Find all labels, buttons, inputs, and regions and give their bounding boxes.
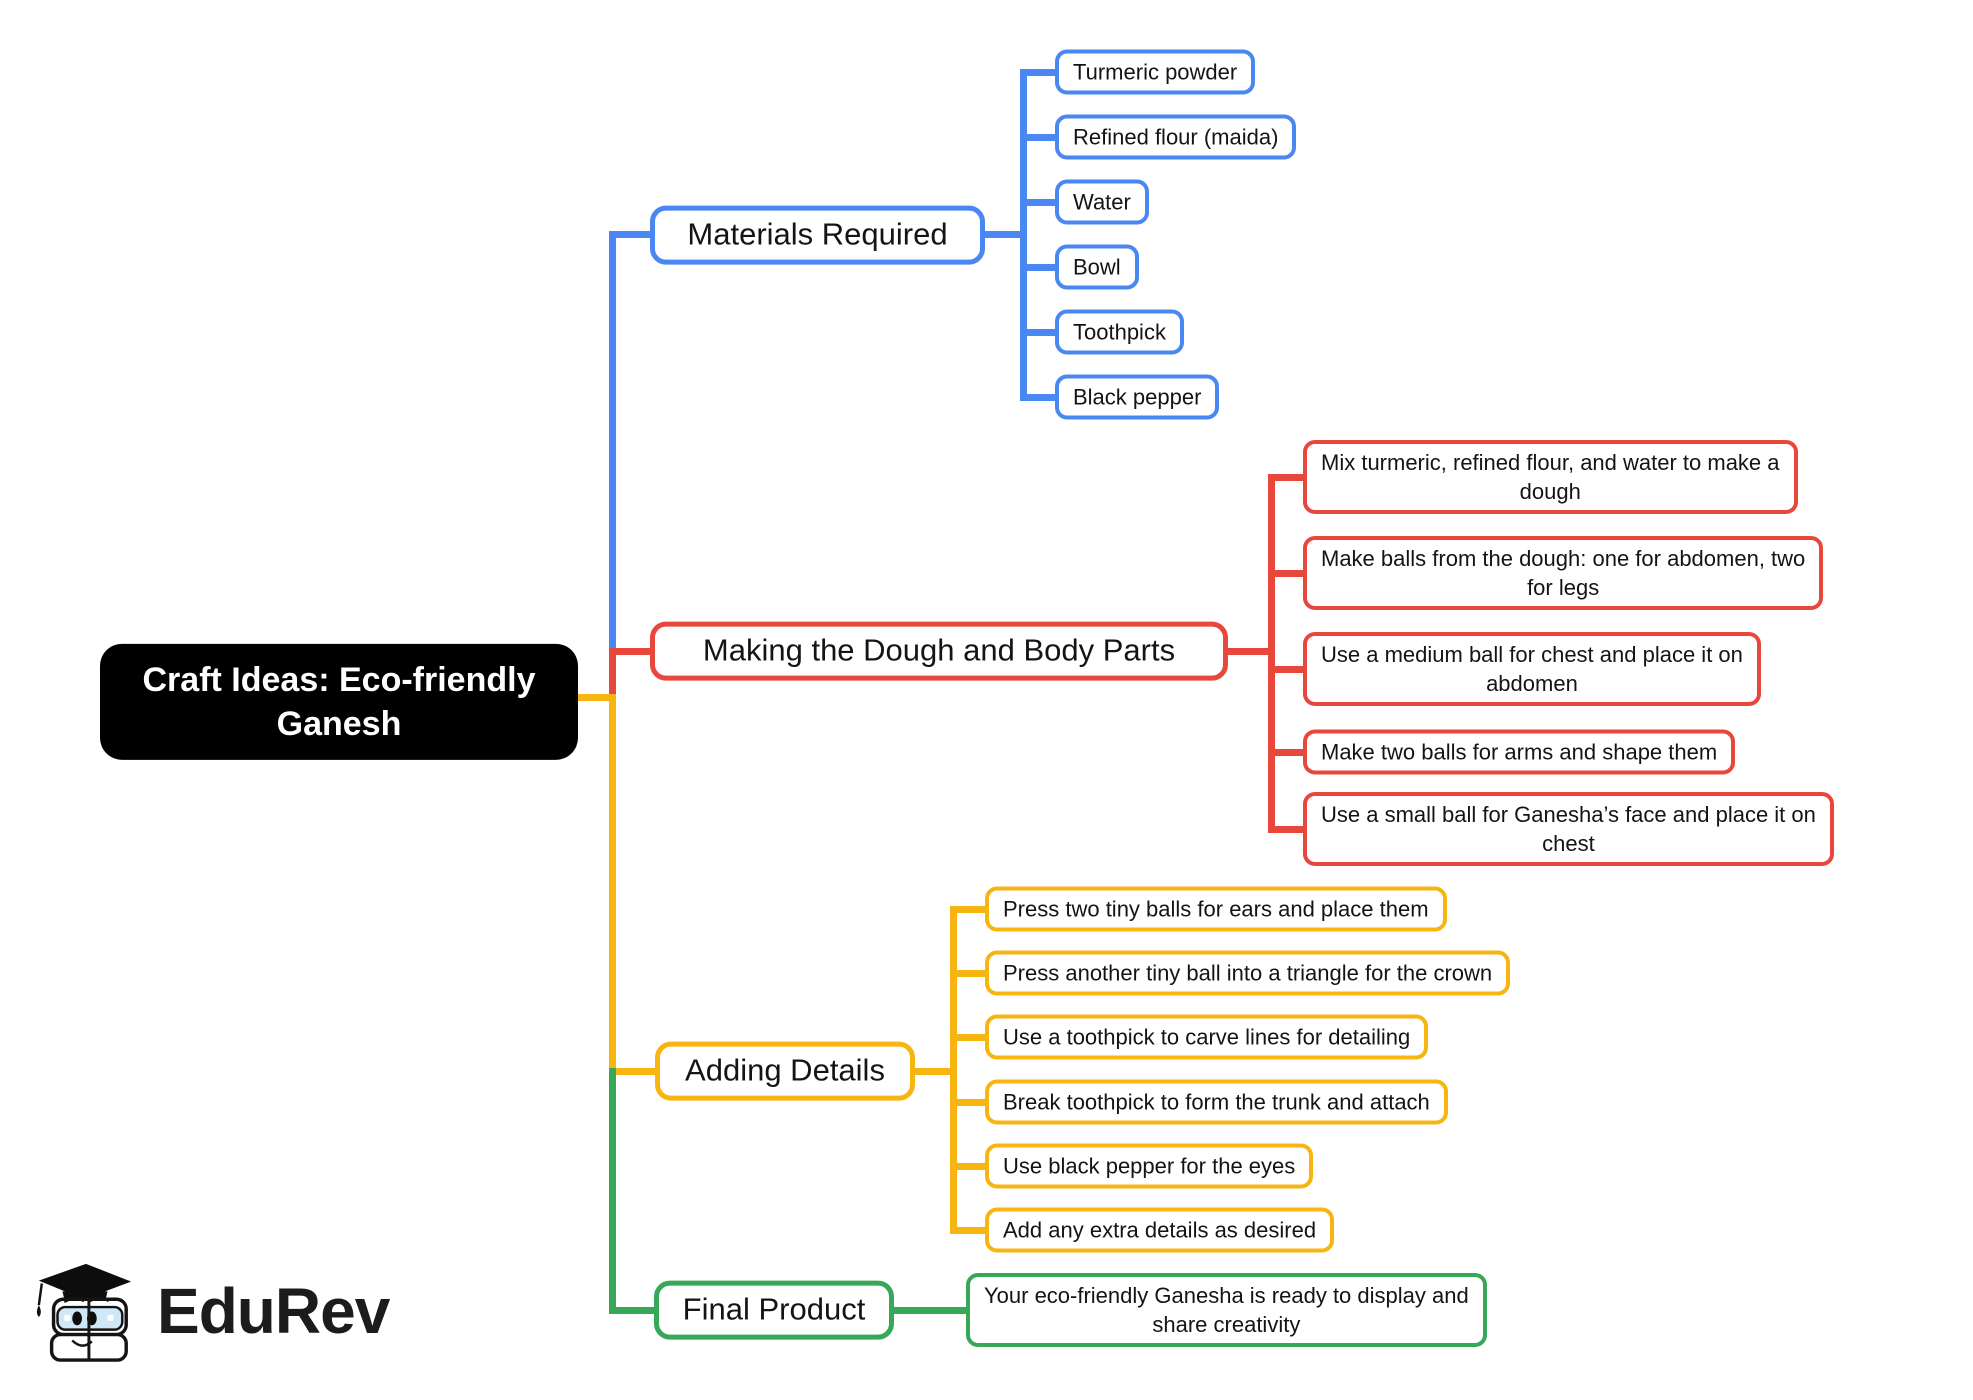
- leaf-carve-lines: Use a toothpick to carve lines for detai…: [985, 1014, 1429, 1060]
- yellow-stub-connector: [950, 1099, 990, 1106]
- yellow-stub-connector: [950, 1163, 990, 1170]
- branch-dough-node: Making the Dough and Body Parts: [650, 621, 1228, 681]
- edurev-logo-text: EduRev: [157, 1275, 390, 1347]
- green-box-to-leaf-connector: [888, 1307, 970, 1314]
- yellow-stub-connector: [950, 970, 990, 977]
- blue-trunk-connector: [1020, 69, 1027, 401]
- leaf-mix-dough: Mix turmeric, refined flour, and water t…: [1303, 439, 1798, 515]
- yellow-stub-connector: [950, 906, 990, 913]
- blue-box-to-trunk-connector: [980, 231, 1027, 238]
- leaf-small-ball-face: Use a small ball for Ganesha’s face and …: [1303, 791, 1834, 867]
- leaf-turmeric-powder: Turmeric powder: [1055, 49, 1256, 95]
- blue-stub-connector: [1020, 199, 1060, 206]
- yellow-stub-connector: [950, 1227, 990, 1234]
- root-node: Craft Ideas: Eco-friendly Ganesh: [100, 643, 578, 761]
- edurev-logo: EduRev: [25, 1258, 390, 1364]
- leaf-final-display: Your eco-friendly Ganesha is ready to di…: [966, 1272, 1487, 1348]
- leaf-make-balls: Make balls from the dough: one for abdom…: [1303, 535, 1824, 611]
- red-box-to-trunk-connector: [1224, 648, 1275, 655]
- leaf-pepper-eyes: Use black pepper for the eyes: [985, 1143, 1314, 1189]
- blue-stub-connector: [1020, 69, 1060, 76]
- blue-elbow-connector: [609, 231, 654, 238]
- green-elbow-connector: [609, 1307, 659, 1314]
- leaf-ears: Press two tiny balls for ears and place …: [985, 886, 1447, 932]
- root-node-label: Craft Ideas: Eco-friendly Ganesh: [142, 660, 536, 743]
- leaf-toothpick: Toothpick: [1055, 309, 1184, 355]
- blue-spine-connector: [609, 231, 616, 655]
- branch-materials-node: Materials Required: [650, 205, 985, 265]
- red-elbow-connector: [609, 648, 654, 655]
- yellow-box-to-trunk-connector: [910, 1068, 957, 1075]
- leaf-refined-flour: Refined flour (maida): [1055, 114, 1297, 160]
- red-stub-connector: [1268, 749, 1308, 756]
- blue-stub-connector: [1020, 329, 1060, 336]
- red-stub-connector: [1268, 570, 1308, 577]
- leaf-extra-details: Add any extra details as desired: [985, 1207, 1335, 1253]
- yellow-elbow-connector: [609, 1068, 659, 1075]
- leaf-balls-for-arms: Make two balls for arms and shape them: [1303, 729, 1736, 775]
- leaf-trunk-attach: Break toothpick to form the trunk and at…: [985, 1079, 1448, 1125]
- blue-stub-connector: [1020, 264, 1060, 271]
- red-stub-connector: [1268, 474, 1308, 481]
- leaf-water: Water: [1055, 179, 1149, 225]
- root-to-spine-connector: [574, 694, 616, 701]
- leaf-bowl: Bowl: [1055, 244, 1139, 290]
- green-spine-connector: [609, 1068, 616, 1314]
- yellow-stub-connector: [950, 1034, 990, 1041]
- red-spine-connector: [609, 648, 616, 701]
- yellow-trunk-connector: [950, 906, 957, 1234]
- red-trunk-connector: [1268, 474, 1275, 833]
- leaf-black-pepper: Black pepper: [1055, 374, 1220, 420]
- red-stub-connector: [1268, 826, 1308, 833]
- blue-stub-connector: [1020, 394, 1060, 401]
- red-stub-connector: [1268, 666, 1308, 673]
- branch-details-node: Adding Details: [655, 1041, 915, 1101]
- yellow-spine-connector: [609, 694, 616, 1075]
- edurev-mascot-icon: [36, 1263, 132, 1362]
- blue-stub-connector: [1020, 134, 1060, 141]
- leaf-crown: Press another tiny ball into a triangle …: [985, 950, 1511, 996]
- leaf-medium-ball-chest: Use a medium ball for chest and place it…: [1303, 631, 1761, 707]
- branch-final-node: Final Product: [654, 1280, 894, 1340]
